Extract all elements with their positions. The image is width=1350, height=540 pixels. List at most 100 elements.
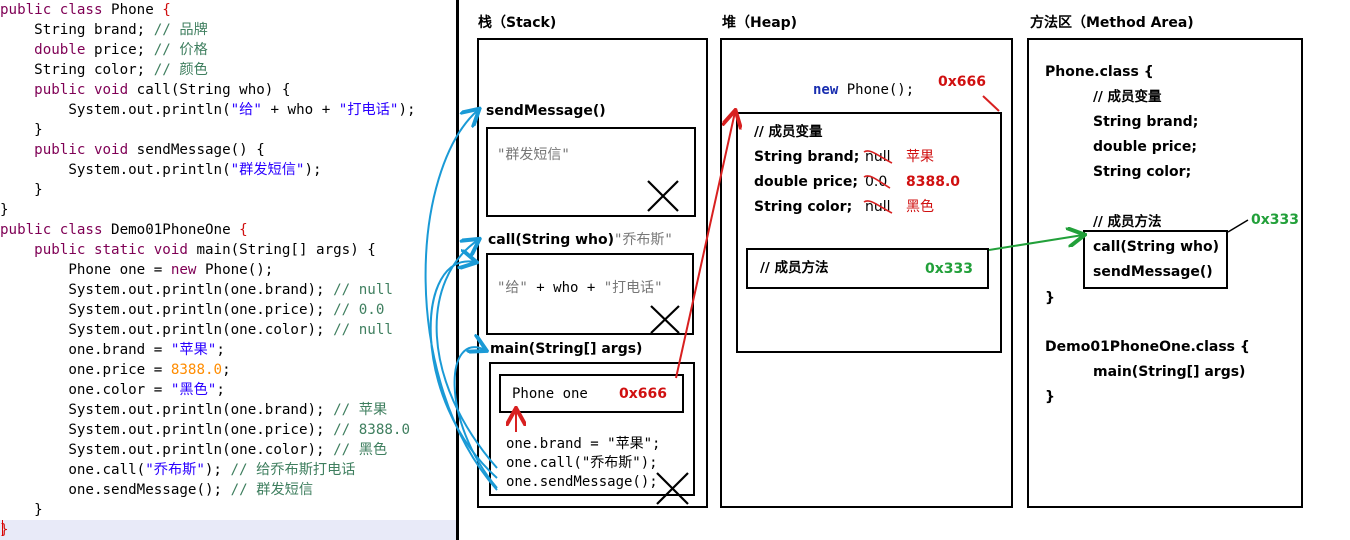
code-token: ; [216, 382, 225, 398]
call-body-str2: "打电话" [603, 280, 663, 296]
code-token: // 颜色 [153, 62, 208, 78]
code-line: System.out.println(one.brand); // null [0, 280, 393, 300]
code-line: System.out.println(one.price); // 8388.0 [0, 420, 410, 440]
code-line: String brand; // 品牌 [0, 20, 208, 40]
code-token: String brand; [34, 22, 154, 38]
code-token: } [34, 182, 43, 198]
code-token: // 群发短信 [230, 482, 314, 498]
code-token: Demo01PhoneOne [111, 222, 240, 238]
code-token: // 0.0 [333, 302, 385, 318]
sendmessage-frame-label: sendMessage() [486, 103, 606, 119]
code-token: one.call( [68, 462, 146, 478]
code-token: "黑色" [170, 382, 217, 398]
code-line: one.sendMessage(); // 群发短信 [0, 480, 313, 500]
code-token: System.out.println(one.price); [68, 302, 334, 318]
code-token: System.out.println(one.color); [68, 442, 334, 458]
heap-object-addr: 0x666 [938, 74, 986, 90]
code-token: // null [333, 322, 393, 338]
code-token: // 品牌 [153, 22, 208, 38]
code-token: } [0, 202, 9, 218]
code-token: { [239, 222, 248, 238]
code-token: { [162, 2, 171, 18]
code-token: sendMessage() { [136, 142, 265, 158]
code-token: + who + [261, 102, 339, 118]
class-field-brand: String brand; [1093, 114, 1199, 130]
code-token: Phone [111, 2, 163, 18]
code-token: Phone one = [68, 262, 171, 278]
code-line: } [0, 200, 9, 220]
heap-title: 堆（Heap) [722, 15, 798, 31]
main-stmt-call: one.call("乔布斯"); [506, 455, 658, 471]
code-token: public class [0, 222, 112, 238]
code-token: System.out.println(one.brand); [68, 402, 334, 418]
code-line: } [0, 120, 43, 140]
demo-class-close: } [1045, 389, 1055, 405]
code-token: } [0, 522, 9, 538]
code-token: public class [0, 2, 112, 18]
field-brand-new: 苹果 [906, 149, 934, 165]
code-token: double [34, 42, 94, 58]
code-token: 8388.0 [170, 362, 223, 378]
text-cursor [2, 520, 3, 536]
class-field-color: String color; [1093, 164, 1192, 180]
code-token: System.out.println(one.color); [68, 322, 334, 338]
code-token: "苹果" [170, 342, 217, 358]
main-stmt-sendmessage: one.sendMessage(); [506, 474, 658, 490]
code-line: System.out.println("群发短信"); [0, 160, 322, 180]
code-token: call(String who) { [136, 82, 291, 98]
code-token: // null [333, 282, 393, 298]
code-line: System.out.println(one.price); // 0.0 [0, 300, 384, 320]
code-editor[interactable]: public class Phone { String brand; // 品牌… [0, 0, 458, 540]
phone-one-var: Phone one [512, 386, 588, 402]
code-token: // 价格 [153, 42, 208, 58]
code-token: } [34, 502, 43, 518]
phone-object [736, 112, 1002, 353]
method-area-title: 方法区（Method Area) [1030, 15, 1194, 31]
method-area [1027, 38, 1303, 508]
new-keyword: new [813, 82, 839, 98]
code-token: public static void [34, 242, 197, 258]
code-token: one.sendMessage(); [68, 482, 231, 498]
code-token: ); [398, 102, 416, 118]
code-line: Phone one = new Phone(); [0, 260, 273, 280]
call-frame-arg: "乔布斯" [614, 232, 673, 248]
code-token: System.out.println(one.price); [68, 422, 334, 438]
code-line: public class Demo01PhoneOne { [0, 220, 248, 240]
code-token: ); [304, 162, 322, 178]
code-token: public void [34, 82, 137, 98]
field-color-label: String color; [754, 199, 853, 215]
field-color-old: null [865, 199, 891, 215]
class-methods-comment: // 成员方法 [1093, 214, 1162, 230]
phone-class-close: } [1045, 290, 1055, 306]
code-token: // 给乔布斯打电话 [230, 462, 356, 478]
code-token: String color; [34, 62, 154, 78]
code-token: // 苹果 [333, 402, 388, 418]
call-body-str1: "给" [497, 280, 528, 296]
code-token: ; [222, 362, 231, 378]
code-token: new [170, 262, 206, 278]
class-method-sendmessage: sendMessage() [1093, 264, 1213, 280]
code-line: public void call(String who) { [0, 80, 290, 100]
code-token: "给" [230, 102, 262, 118]
main-frame-label: main(String[] args) [490, 341, 643, 357]
code-token: System.out.println( [68, 102, 231, 118]
code-token: // 黑色 [333, 442, 388, 458]
code-token: public void [34, 142, 137, 158]
code-token: one.price = [68, 362, 171, 378]
code-token: "群发短信" [230, 162, 305, 178]
new-class: Phone(); [846, 82, 915, 98]
code-token: "乔布斯" [145, 462, 205, 478]
code-token: System.out.println(one.brand); [68, 282, 334, 298]
demo-class: Demo01PhoneOne.class { [1045, 339, 1250, 355]
code-token: // 8388.0 [333, 422, 411, 438]
call-frame-label: call(String who) [488, 232, 614, 248]
code-token: "打电话" [338, 102, 399, 118]
code-token: ; [216, 342, 225, 358]
code-line: one.color = "黑色"; [0, 380, 225, 400]
field-brand-old: null [865, 149, 891, 165]
class-vars-comment: // 成员变量 [1093, 89, 1162, 105]
code-token: } [34, 122, 43, 138]
phone-one-addr: 0x666 [619, 386, 667, 402]
field-color-new: 黑色 [906, 199, 934, 215]
code-line: one.brand = "苹果"; [0, 340, 225, 360]
